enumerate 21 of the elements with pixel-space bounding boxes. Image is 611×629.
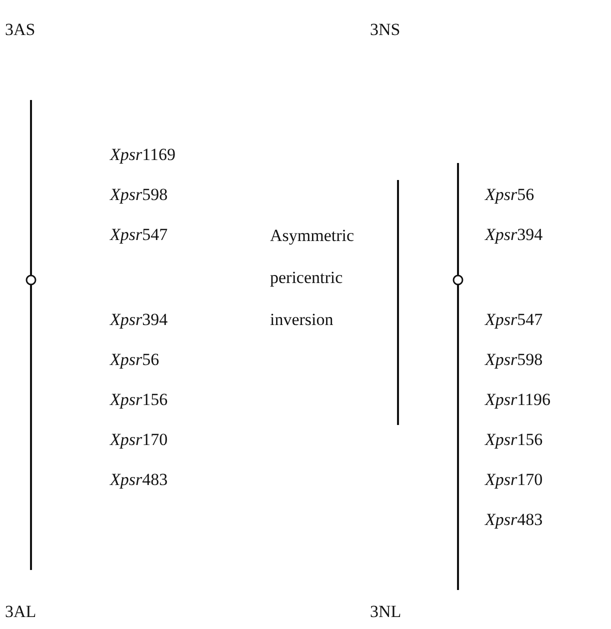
marker-label: Xpsr1169 — [110, 145, 176, 165]
marker-label: Xpsr56 — [110, 350, 160, 370]
marker-label: Xpsr170 — [485, 470, 543, 490]
marker-label: Xpsr394 — [485, 225, 543, 245]
arm-label: 3AL — [5, 602, 36, 622]
annotation-text: Asymmetric pericentric inversion — [270, 225, 356, 331]
marker-label: Xpsr483 — [485, 510, 543, 530]
marker-label: Xpsr547 — [485, 310, 543, 330]
arm-label: 3NL — [370, 602, 402, 622]
marker-label: Xpsr483 — [110, 470, 168, 490]
arm-label: 3NS — [370, 20, 400, 40]
marker-label: Xpsr156 — [485, 430, 543, 450]
marker-label: Xpsr547 — [110, 225, 168, 245]
marker-label: Xpsr598 — [485, 350, 543, 370]
marker-label: Xpsr394 — [110, 310, 168, 330]
marker-label: Xpsr598 — [110, 185, 168, 205]
marker-label: Xpsr156 — [110, 390, 168, 410]
marker-label: Xpsr1196 — [485, 390, 550, 410]
arm-label: 3AS — [5, 20, 36, 40]
marker-label: Xpsr170 — [110, 430, 168, 450]
marker-label: Xpsr56 — [485, 185, 534, 205]
